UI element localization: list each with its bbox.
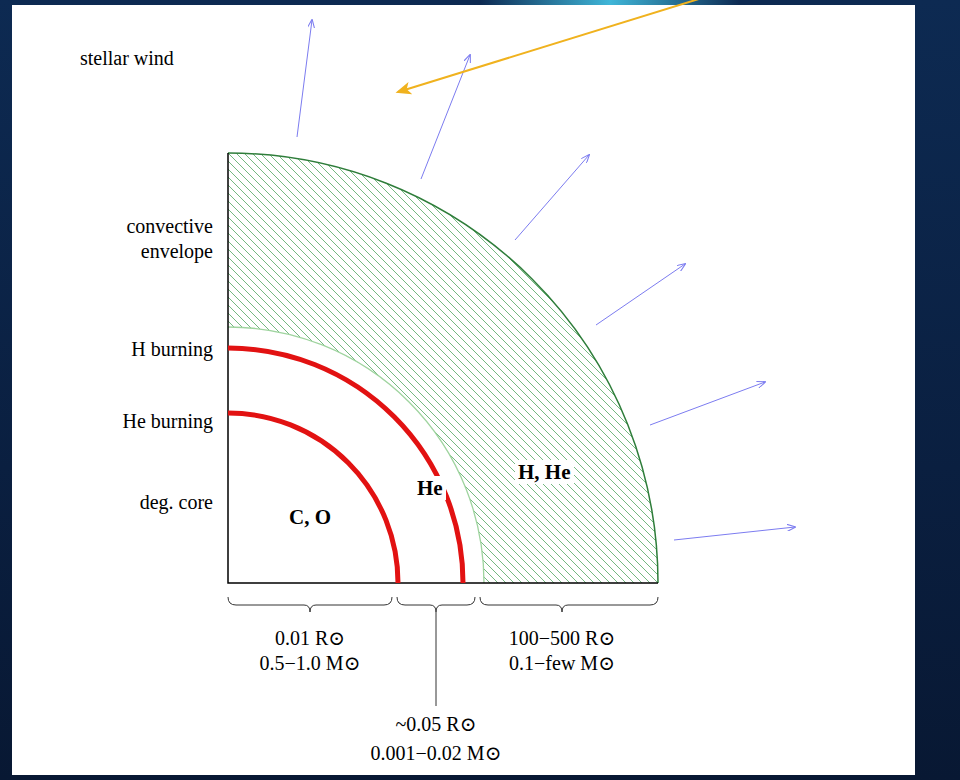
wind-arrow [596,264,685,325]
pointer-arrow [398,0,702,92]
axis-lines [228,153,658,583]
region-label: He [414,476,446,500]
dimension-label: ~0.05 R⊙ [396,712,477,737]
brace [228,597,392,612]
size-braces [228,597,658,706]
envelope-inner-boundary [228,327,484,583]
convective-envelope-hatch [228,153,658,583]
wind-arrow [421,55,470,179]
dimension-label: 0.001−0.02 M⊙ [371,741,502,766]
wind-arrow [650,382,765,425]
wind-arrow [297,20,312,137]
region-label: C, O [286,505,334,529]
layer-label: stellar wind [80,46,174,71]
dimension-label: 0.01 R⊙ [275,626,345,651]
star-region: He C, O [228,348,463,583]
region-label: H, He [515,460,574,484]
layer-label: convective envelope [93,214,213,264]
burning-shell [228,348,463,583]
star-region: C, O [228,413,398,583]
leader-line [436,612,437,706]
wind-arrow [674,527,795,540]
layer-label: He burning [122,409,213,434]
dimension-label: 0.1−few M⊙ [509,651,615,676]
burning-shell [228,413,398,583]
dimension-label: 0.5−1.0 M⊙ [260,651,361,676]
region-outline [228,348,463,583]
brace [397,597,475,612]
layer-label: H burning [131,337,213,362]
wind-arrow [515,155,589,240]
region-outline [228,413,398,583]
dimension-label: 100−500 R⊙ [509,626,615,651]
stellar-surface [228,153,658,583]
brace [480,597,658,612]
star-region: H, He He C, O [228,153,658,583]
layer-label: deg. core [140,490,213,515]
